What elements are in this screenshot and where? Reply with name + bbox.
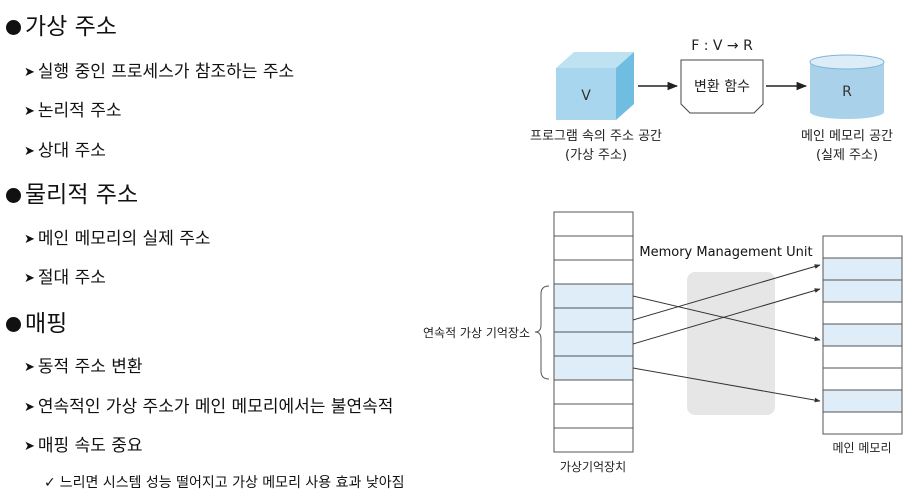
virtual-memory-column — [553, 211, 634, 453]
item-physical-1: ➤메인 메모리의 실제 주소 — [24, 229, 211, 249]
right-caption-line1: 메인 메모리 공간 — [801, 129, 893, 144]
item-physical-2: ➤절대 주소 — [24, 268, 106, 288]
mapping-arrow-2 — [632, 264, 821, 321]
item-virtual-3: ➤상대 주소 — [24, 141, 106, 161]
heading-mapping: 매핑 — [6, 310, 67, 338]
arrow-bullet-icon: ➤ — [24, 144, 35, 159]
item-virtual-2: ➤논리적 주소 — [24, 101, 122, 121]
arrow-bullet-icon: ➤ — [24, 439, 35, 454]
main-memory-caption: 메인 메모리 — [832, 441, 891, 455]
subitem-mapping: ✓느리면 시스템 성능 떨어지고 가상 메모리 사용 효과 낮아짐 — [44, 475, 405, 491]
mapping-arrow-1 — [632, 295, 821, 342]
bullet-dot — [6, 188, 21, 203]
mmu-box — [687, 272, 775, 415]
item-mapping-2: ➤연속적인 가상 주소가 메인 메모리에서는 불연속적 — [24, 397, 394, 417]
arrow-bullet-icon: ➤ — [24, 400, 35, 415]
cylinder-label: R — [842, 84, 852, 100]
bullet-dot — [6, 20, 21, 35]
right-caption-line2: (실제 주소) — [816, 148, 878, 163]
arrow-bullet-icon: ➤ — [24, 232, 35, 247]
heading-physical-address: 물리적 주소 — [6, 181, 138, 209]
left-caption-line1: 프로그램 속의 주소 공간 — [530, 129, 662, 144]
cube-label: V — [581, 88, 591, 104]
main-memory-column — [822, 235, 903, 435]
arrow-bullet-icon: ➤ — [24, 360, 35, 375]
item-mapping-1: ➤동적 주소 변환 — [24, 357, 143, 377]
left-caption-line2: (가상 주소) — [565, 148, 627, 163]
bullet-dot — [6, 317, 21, 332]
arrow-bullet-icon: ➤ — [24, 271, 35, 286]
virtual-memory-caption: 가상기억장치 — [560, 460, 626, 474]
contiguous-brace — [534, 285, 550, 380]
checkmark-icon: ✓ — [44, 475, 56, 491]
heading-virtual-address: 가상 주소 — [6, 13, 117, 41]
arrow-bullet-icon: ➤ — [24, 65, 35, 80]
mapping-arrow-3 — [632, 288, 821, 345]
function-label: F : V → R — [691, 38, 753, 54]
virtual-space-cube — [556, 52, 634, 120]
mapping-arrow-4 — [632, 367, 821, 403]
function-box-label: 변환 함수 — [694, 79, 750, 95]
item-mapping-3: ➤매핑 속도 중요 — [24, 436, 143, 456]
brace-label: 연속적 가상 기억장소 — [423, 326, 530, 340]
function-box — [680, 59, 764, 114]
mmu-label: Memory Management Unit — [639, 245, 812, 260]
item-virtual-1: ➤실행 중인 프로세스가 참조하는 주소 — [24, 62, 295, 82]
memory-cylinder — [809, 54, 885, 119]
arrow-bullet-icon: ➤ — [24, 104, 35, 119]
